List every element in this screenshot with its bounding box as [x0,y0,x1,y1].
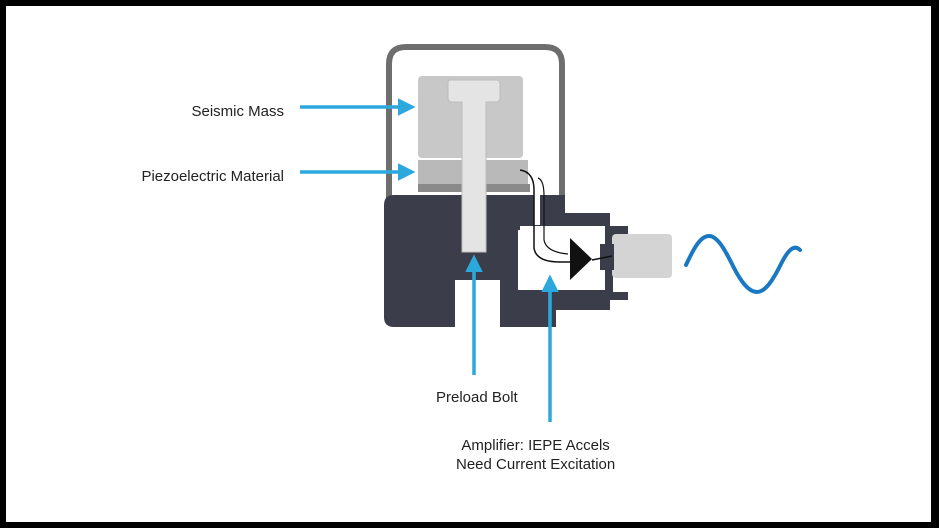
label-piezoelectric-material: Piezoelectric Material [141,168,284,185]
connector-pin [612,234,672,278]
label-amplifier-line2: Need Current Excitation [456,456,616,473]
housing-cap-outline [386,44,565,200]
amplifier-symbol [570,238,592,280]
signal-wire [519,169,570,263]
label-preload-bolt: Preload Bolt [436,389,518,406]
signal-wave [684,233,802,295]
diagram-canvas: Seismic Mass Piezoelectric Material Prel… [6,6,931,522]
preload-bolt [447,79,501,253]
label-amplifier-line1: Amplifier: IEPE Accels [461,437,610,454]
label-amplifier: Amplifier: IEPE Accels Need Current Exci… [456,436,615,474]
amplifier-cavity [520,226,605,290]
label-seismic-mass: Seismic Mass [191,103,284,120]
